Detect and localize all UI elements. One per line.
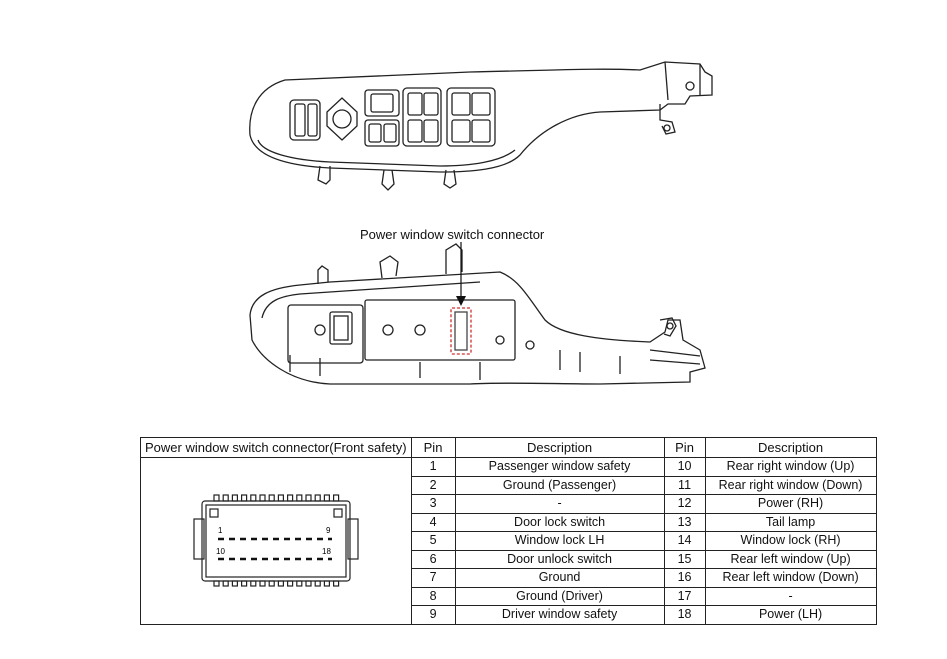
pin-description: Rear right window (Up) <box>704 457 877 477</box>
pin-number: 2 <box>410 475 456 495</box>
pin-number: 15 <box>663 549 706 569</box>
table-row: 5 Window lock LH 14 Window lock (RH) <box>141 531 877 551</box>
description-header: Description <box>454 437 665 458</box>
pin-description: Door lock switch <box>454 512 665 532</box>
pin-number: 5 <box>410 531 456 551</box>
table-header-row: Power window switch connector(Front safe… <box>140 437 877 458</box>
pin-description: Driver window safety <box>454 605 665 625</box>
pin-description: Power (LH) <box>704 605 877 625</box>
pin-description: Rear right window (Down) <box>704 475 877 495</box>
pin-description: - <box>454 494 665 514</box>
pin-label-1: 1 <box>218 526 223 535</box>
table-row: 1 9 10 18 1 Passenger window safety 10 R… <box>140 457 877 625</box>
pin-number: 7 <box>410 568 456 588</box>
pin-table: Power window switch connector(Front safe… <box>140 437 877 625</box>
pin-number: 3 <box>410 494 456 514</box>
pin-description: Ground (Driver) <box>454 586 665 606</box>
pin-header: Pin <box>410 437 456 458</box>
pin-header: Pin <box>663 437 706 458</box>
table-row: 8 Ground (Driver) 17 - <box>141 586 877 606</box>
pin-number: 16 <box>663 568 706 588</box>
pin-number: 13 <box>663 512 706 532</box>
callout-arrow <box>456 242 466 306</box>
connector-diagram: 1 9 10 18 <box>193 494 359 587</box>
switch-assembly-top-view <box>249 61 713 191</box>
pin-description: Power (RH) <box>704 494 877 514</box>
pin-number: 14 <box>663 531 706 551</box>
pin-description: Window lock (RH) <box>704 531 877 551</box>
description-header: Description <box>704 437 877 458</box>
switch-assembly-bottom-view <box>249 243 706 385</box>
connector-header: Power window switch connector(Front safe… <box>140 437 412 458</box>
pin-number: 4 <box>410 512 456 532</box>
pin-description: Passenger window safety <box>454 457 665 477</box>
pin-number: 1 <box>410 457 456 477</box>
table-row: 7 Ground 16 Rear left window (Down) <box>141 568 877 588</box>
pin-description: - <box>704 586 877 606</box>
pin-number: 17 <box>663 586 706 606</box>
pin-number: 12 <box>663 494 706 514</box>
callout-label: Power window switch connector <box>360 227 545 242</box>
connector-diagram-cell: 1 9 10 18 <box>140 457 412 625</box>
pin-description: Rear left window (Down) <box>704 568 877 588</box>
pin-description: Door unlock switch <box>454 549 665 569</box>
table-row: 2 Ground (Passenger) 11 Rear right windo… <box>141 475 877 495</box>
pin-number: 6 <box>410 549 456 569</box>
table-row: 9 Driver window safety 18 Power (LH) <box>141 605 877 625</box>
pin-label-9: 9 <box>326 526 331 535</box>
pin-number: 11 <box>663 475 706 495</box>
pin-description: Ground (Passenger) <box>454 475 665 495</box>
pin-label-10: 10 <box>216 547 225 556</box>
pin-number: 9 <box>410 605 456 625</box>
switch-assembly-illustration <box>249 61 713 385</box>
pin-description: Rear left window (Up) <box>704 549 877 569</box>
pin-description: Window lock LH <box>454 531 665 551</box>
pin-number: 8 <box>410 586 456 606</box>
pin-number: 18 <box>663 605 706 625</box>
pin-number: 10 <box>663 457 706 477</box>
pin-description: Ground <box>454 568 665 588</box>
pin-description: Tail lamp <box>704 512 877 532</box>
pin-label-18: 18 <box>322 547 331 556</box>
